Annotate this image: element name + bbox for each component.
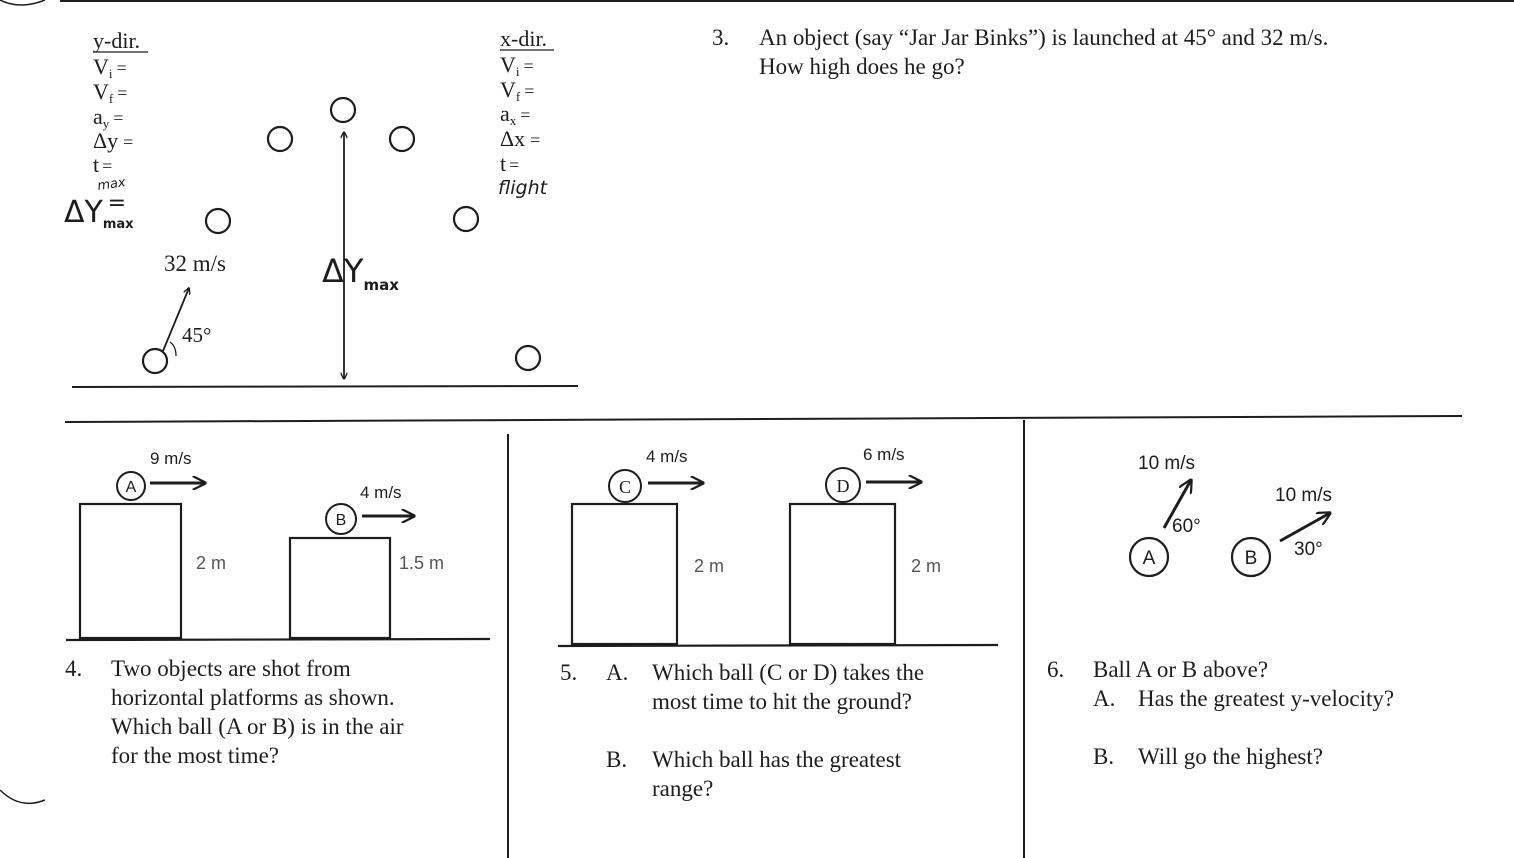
trajectory-ball-7: [514, 344, 542, 372]
x-dir-dx-label: Δx=: [500, 126, 540, 151]
middle-divider-line: [64, 415, 1463, 423]
platform-c-height: 2 m: [694, 556, 724, 576]
ball-c-q5-letter: C: [619, 477, 631, 497]
q6-part-b-label: B.: [1093, 744, 1114, 769]
ball-a-q6-letter: A: [1143, 548, 1156, 569]
platform-b-height: 1.5 m: [399, 553, 444, 573]
ball-a-q6-speed: 10 m/s: [1138, 453, 1195, 474]
trajectory-ball-3: [266, 125, 294, 153]
trajectory-ground-line: [71, 385, 579, 388]
handwritten-t-max: max: [96, 175, 126, 194]
handwritten-notes-y: max ΔYmax=: [64, 175, 134, 232]
ball-d-q5-letter: D: [837, 476, 850, 496]
ball-c-q5: [608, 469, 642, 503]
q5-part-b-line-2: range?: [652, 776, 713, 801]
trajectory-ball-1: [141, 347, 169, 375]
q5-part-b-label: B.: [606, 747, 627, 772]
question-4: 4. Two objects are shot from horizontal …: [65, 656, 404, 768]
q5-part-a-label: A.: [606, 660, 628, 685]
max-height-label: ΔYmax: [322, 252, 399, 294]
ball-a-q6-velocity-arrow: [1162, 480, 1191, 529]
ball-b-q6-angle: 30°: [1294, 539, 1323, 560]
y-dir-ay-label: ay=: [93, 104, 123, 131]
q4-number: 4.: [65, 656, 82, 681]
y-dir-heading: y-dir.: [93, 28, 140, 53]
question-3: 3. An object (say “Jar Jar Binks”) is la…: [712, 25, 1328, 79]
ball-a-q6-angle: 60°: [1172, 516, 1201, 537]
ball-b-q4-speed: 4 m/s: [360, 483, 402, 502]
q6-part-a-label: A.: [1093, 686, 1115, 711]
platform-d-height: 2 m: [911, 556, 941, 576]
x-dir-vf-label: Vf=: [500, 77, 534, 104]
launch-angle-arc: [169, 341, 177, 357]
q5-ground-line: [557, 643, 999, 648]
trajectory-ball-apex: [329, 96, 357, 124]
x-dir-t-label: t=: [500, 151, 519, 176]
q4-diagram: A 9 m/s 2 m B 4 m/s 1.5 m: [65, 449, 491, 642]
y-dir-table: y-dir. Vi= Vf= ay= Δy= t=: [93, 28, 148, 177]
q6-part-a: Has the greatest y-velocity?: [1138, 686, 1394, 711]
x-dir-table: x-dir. Vi= Vf= ax= Δx= t=: [500, 26, 554, 176]
ball-b-q4: [325, 503, 357, 535]
launch-speed-label: 32 m/s: [164, 251, 226, 276]
launch-angle-label: 45°: [182, 323, 211, 347]
corner-mark: [0, 0, 46, 6]
corner-mark-bottom: [0, 789, 46, 805]
platform-b: [288, 536, 392, 640]
ball-a-q4: [116, 471, 146, 501]
x-dir-vi-label: Vi=: [500, 52, 534, 79]
platform-a-height: 2 m: [196, 553, 226, 573]
platform-d: [788, 502, 897, 646]
q5-part-a-line-1: Which ball (C or D) takes the: [652, 660, 924, 685]
question-5: 5. A. Which ball (C or D) takes the most…: [560, 660, 924, 801]
ball-b-q4-letter: B: [336, 512, 347, 529]
q6-intro: Ball A or B above?: [1093, 657, 1268, 682]
trajectory-ball-6: [452, 205, 480, 233]
q5-part-b-line-1: Which ball has the greatest: [652, 747, 902, 772]
ball-d-q5: [825, 467, 861, 503]
q4-ground-line: [65, 637, 491, 642]
ball-b-q6-velocity-arrow: [1279, 513, 1330, 543]
ball-b-q6-speed: 10 m/s: [1275, 485, 1332, 506]
q4-line-2: horizontal platforms as shown.: [111, 685, 395, 710]
y-dir-vi-label: Vi=: [93, 54, 127, 81]
q5-part-a-line-2: most time to hit the ground?: [652, 689, 912, 714]
ball-b-q6: [1230, 536, 1272, 578]
q6-number: 6.: [1047, 657, 1064, 682]
y-dir-t-label: t=: [93, 152, 112, 177]
q3-number: 3.: [712, 25, 729, 50]
handwritten-dy-max: ΔYmax=: [64, 191, 134, 232]
ball-a-q6: [1128, 536, 1170, 578]
q4-line-1: Two objects are shot from: [111, 656, 351, 681]
q4-line-3: Which ball (A or B) is in the air: [111, 714, 404, 739]
trajectory-diagram: 32 m/s 45° ΔYmax: [71, 96, 579, 388]
x-dir-ax-label: ax=: [500, 101, 530, 128]
q3-line-1: An object (say “Jar Jar Binks”) is launc…: [759, 25, 1328, 50]
trajectory-ball-5: [388, 125, 416, 153]
ball-a-q4-letter: A: [126, 479, 137, 496]
y-dir-vf-label: Vf=: [93, 79, 127, 106]
ball-a-q4-speed: 9 m/s: [150, 449, 192, 468]
q5-number: 5.: [560, 660, 577, 685]
platform-c: [570, 502, 679, 646]
question-6: 6. Ball A or B above? A. Has the greates…: [1047, 657, 1394, 769]
ball-d-q5-speed: 6 m/s: [863, 445, 905, 464]
launch-velocity-arrow: [162, 288, 189, 352]
ball-b-q6-letter: B: [1245, 548, 1258, 569]
x-dir-heading: x-dir.: [500, 26, 547, 51]
y-dir-dy-label: Δy=: [93, 128, 133, 153]
handwritten-flight: flight: [498, 177, 549, 199]
platform-a: [78, 502, 183, 640]
q6-diagram: 10 m/s 60° A 10 m/s 30° B: [1128, 453, 1332, 578]
q6-part-b: Will go the highest?: [1138, 744, 1323, 769]
q4-line-4: for the most time?: [111, 743, 279, 768]
ball-c-q5-speed: 4 m/s: [646, 447, 688, 466]
trajectory-ball-2: [204, 207, 232, 235]
q5-diagram: C 4 m/s 2 m D 6 m/s 2 m: [557, 445, 999, 648]
q3-line-2: How high does he go?: [759, 54, 965, 79]
